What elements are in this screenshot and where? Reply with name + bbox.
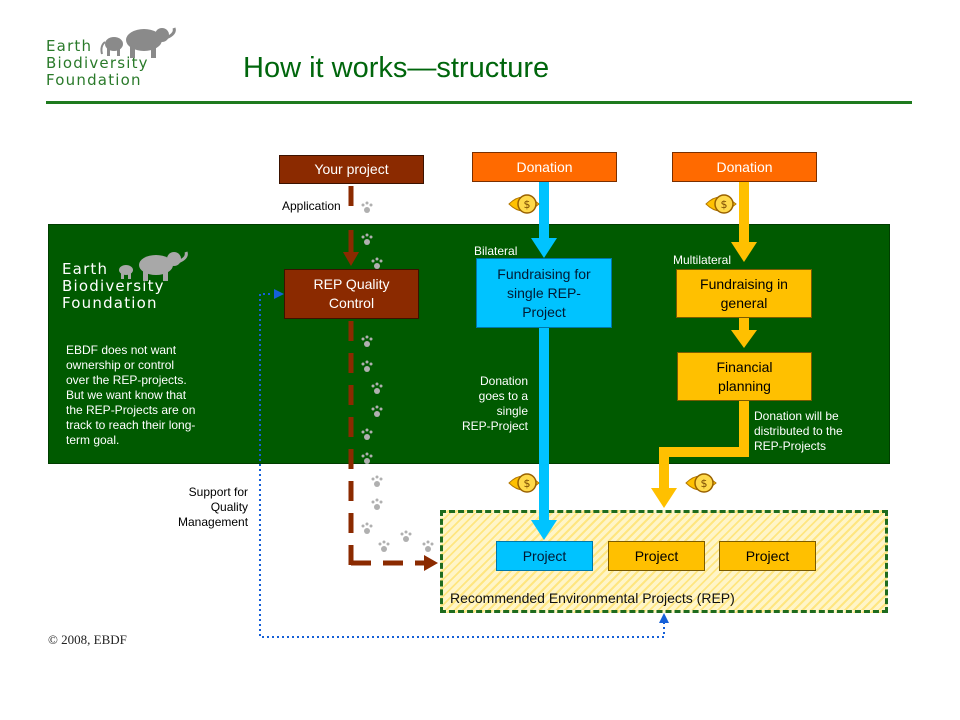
support-dashed-arrowhead <box>424 555 438 571</box>
yellow-arrowhead-top <box>731 242 757 262</box>
fundraising-single-box: Fundraising for single REP-Project <box>476 258 612 328</box>
your-project-box: Your project <box>279 155 424 184</box>
paw-print-icon <box>361 522 373 534</box>
elephant-logo-icon <box>119 251 188 281</box>
paw-prints <box>361 201 434 552</box>
panel-logo: Earth Biodiversity Foundation <box>62 261 165 312</box>
cyan-arrowhead-bottom <box>531 520 557 540</box>
yellow-distribution-line <box>659 401 749 490</box>
paw-print-icon <box>422 540 434 552</box>
rep-label: Recommended Environmental Projects (REP) <box>450 590 735 606</box>
paw-print-icon <box>361 335 373 347</box>
support-dotted-line <box>259 293 665 638</box>
paw-print-icon <box>361 428 373 440</box>
financial-planning-box: Financial planning <box>677 352 812 401</box>
panel-logo-line-earth: Earth <box>62 260 109 278</box>
page-title: How it works—structure <box>243 52 550 84</box>
title-divider <box>46 101 912 104</box>
logo-line-foundation: Foundation <box>46 71 142 89</box>
project-box-2: Project <box>608 541 705 571</box>
cyan-arrow-top <box>539 182 549 238</box>
logo-line-biodiversity: Biodiversity <box>46 54 149 72</box>
cyan-arrow-bottom <box>539 328 549 522</box>
paw-print-icon <box>361 360 373 372</box>
ebdf-panel <box>48 224 890 464</box>
bilateral-label: Bilateral <box>474 244 518 258</box>
cyan-arrowhead-top <box>531 238 557 258</box>
money-eye-icon: $ <box>508 194 540 214</box>
project-box-3: Project <box>719 541 816 571</box>
copyright-text: © 2008, EBDF <box>48 632 127 647</box>
panel-logo-line-biodiversity: Biodiversity <box>62 277 165 295</box>
paw-print-icon <box>361 233 373 245</box>
paw-print-icon <box>371 475 383 487</box>
svg-text:$: $ <box>524 477 531 490</box>
application-label: Application <box>282 199 341 214</box>
logo-line-earth: Earth <box>46 37 93 55</box>
multilateral-label: Multilateral <box>673 253 732 267</box>
application-arrowhead <box>343 252 359 266</box>
paw-print-icon <box>371 405 383 417</box>
fundraising-general-box: Fundraising in general <box>676 269 812 318</box>
paw-print-icon <box>361 201 373 213</box>
donation-box-left: Donation <box>472 152 617 182</box>
header-logo: Earth Biodiversity Foundation <box>46 38 149 89</box>
yellow-arrowhead-mid <box>731 330 757 348</box>
panel-logo-line-foundation: Foundation <box>62 294 158 312</box>
donation-single-label: Donation goes to a single REP-Project <box>462 374 529 433</box>
paw-print-icon <box>371 257 383 269</box>
money-eye-icon: $ <box>705 194 737 214</box>
paw-print-icon <box>400 530 412 542</box>
money-eye-icon: $ <box>508 473 540 493</box>
paw-print-icon <box>378 540 390 552</box>
yellow-arrow-mid <box>739 318 749 332</box>
project-box-1: Project <box>496 541 593 571</box>
donation-distributed-label: Donation will be distributed to the REP-… <box>754 409 843 453</box>
svg-text:$: $ <box>524 198 531 211</box>
paw-print-icon <box>371 498 383 510</box>
yellow-arrow-top <box>739 182 749 242</box>
paw-print-icon <box>361 452 373 464</box>
support-arrowhead-qc <box>274 289 284 299</box>
svg-text:$: $ <box>701 477 708 490</box>
donation-box-right: Donation <box>672 152 817 182</box>
money-eye-icon: $ <box>685 473 717 493</box>
support-arrowhead-rep <box>659 613 669 623</box>
yellow-arrowhead-bottom <box>651 488 677 508</box>
panel-description: EBDF does not want ownership or control … <box>66 343 196 447</box>
paw-print-icon <box>371 382 383 394</box>
support-label: Support for Quality Management <box>178 485 249 529</box>
quality-control-box: REP Quality Control <box>284 269 419 319</box>
svg-text:$: $ <box>721 198 728 211</box>
